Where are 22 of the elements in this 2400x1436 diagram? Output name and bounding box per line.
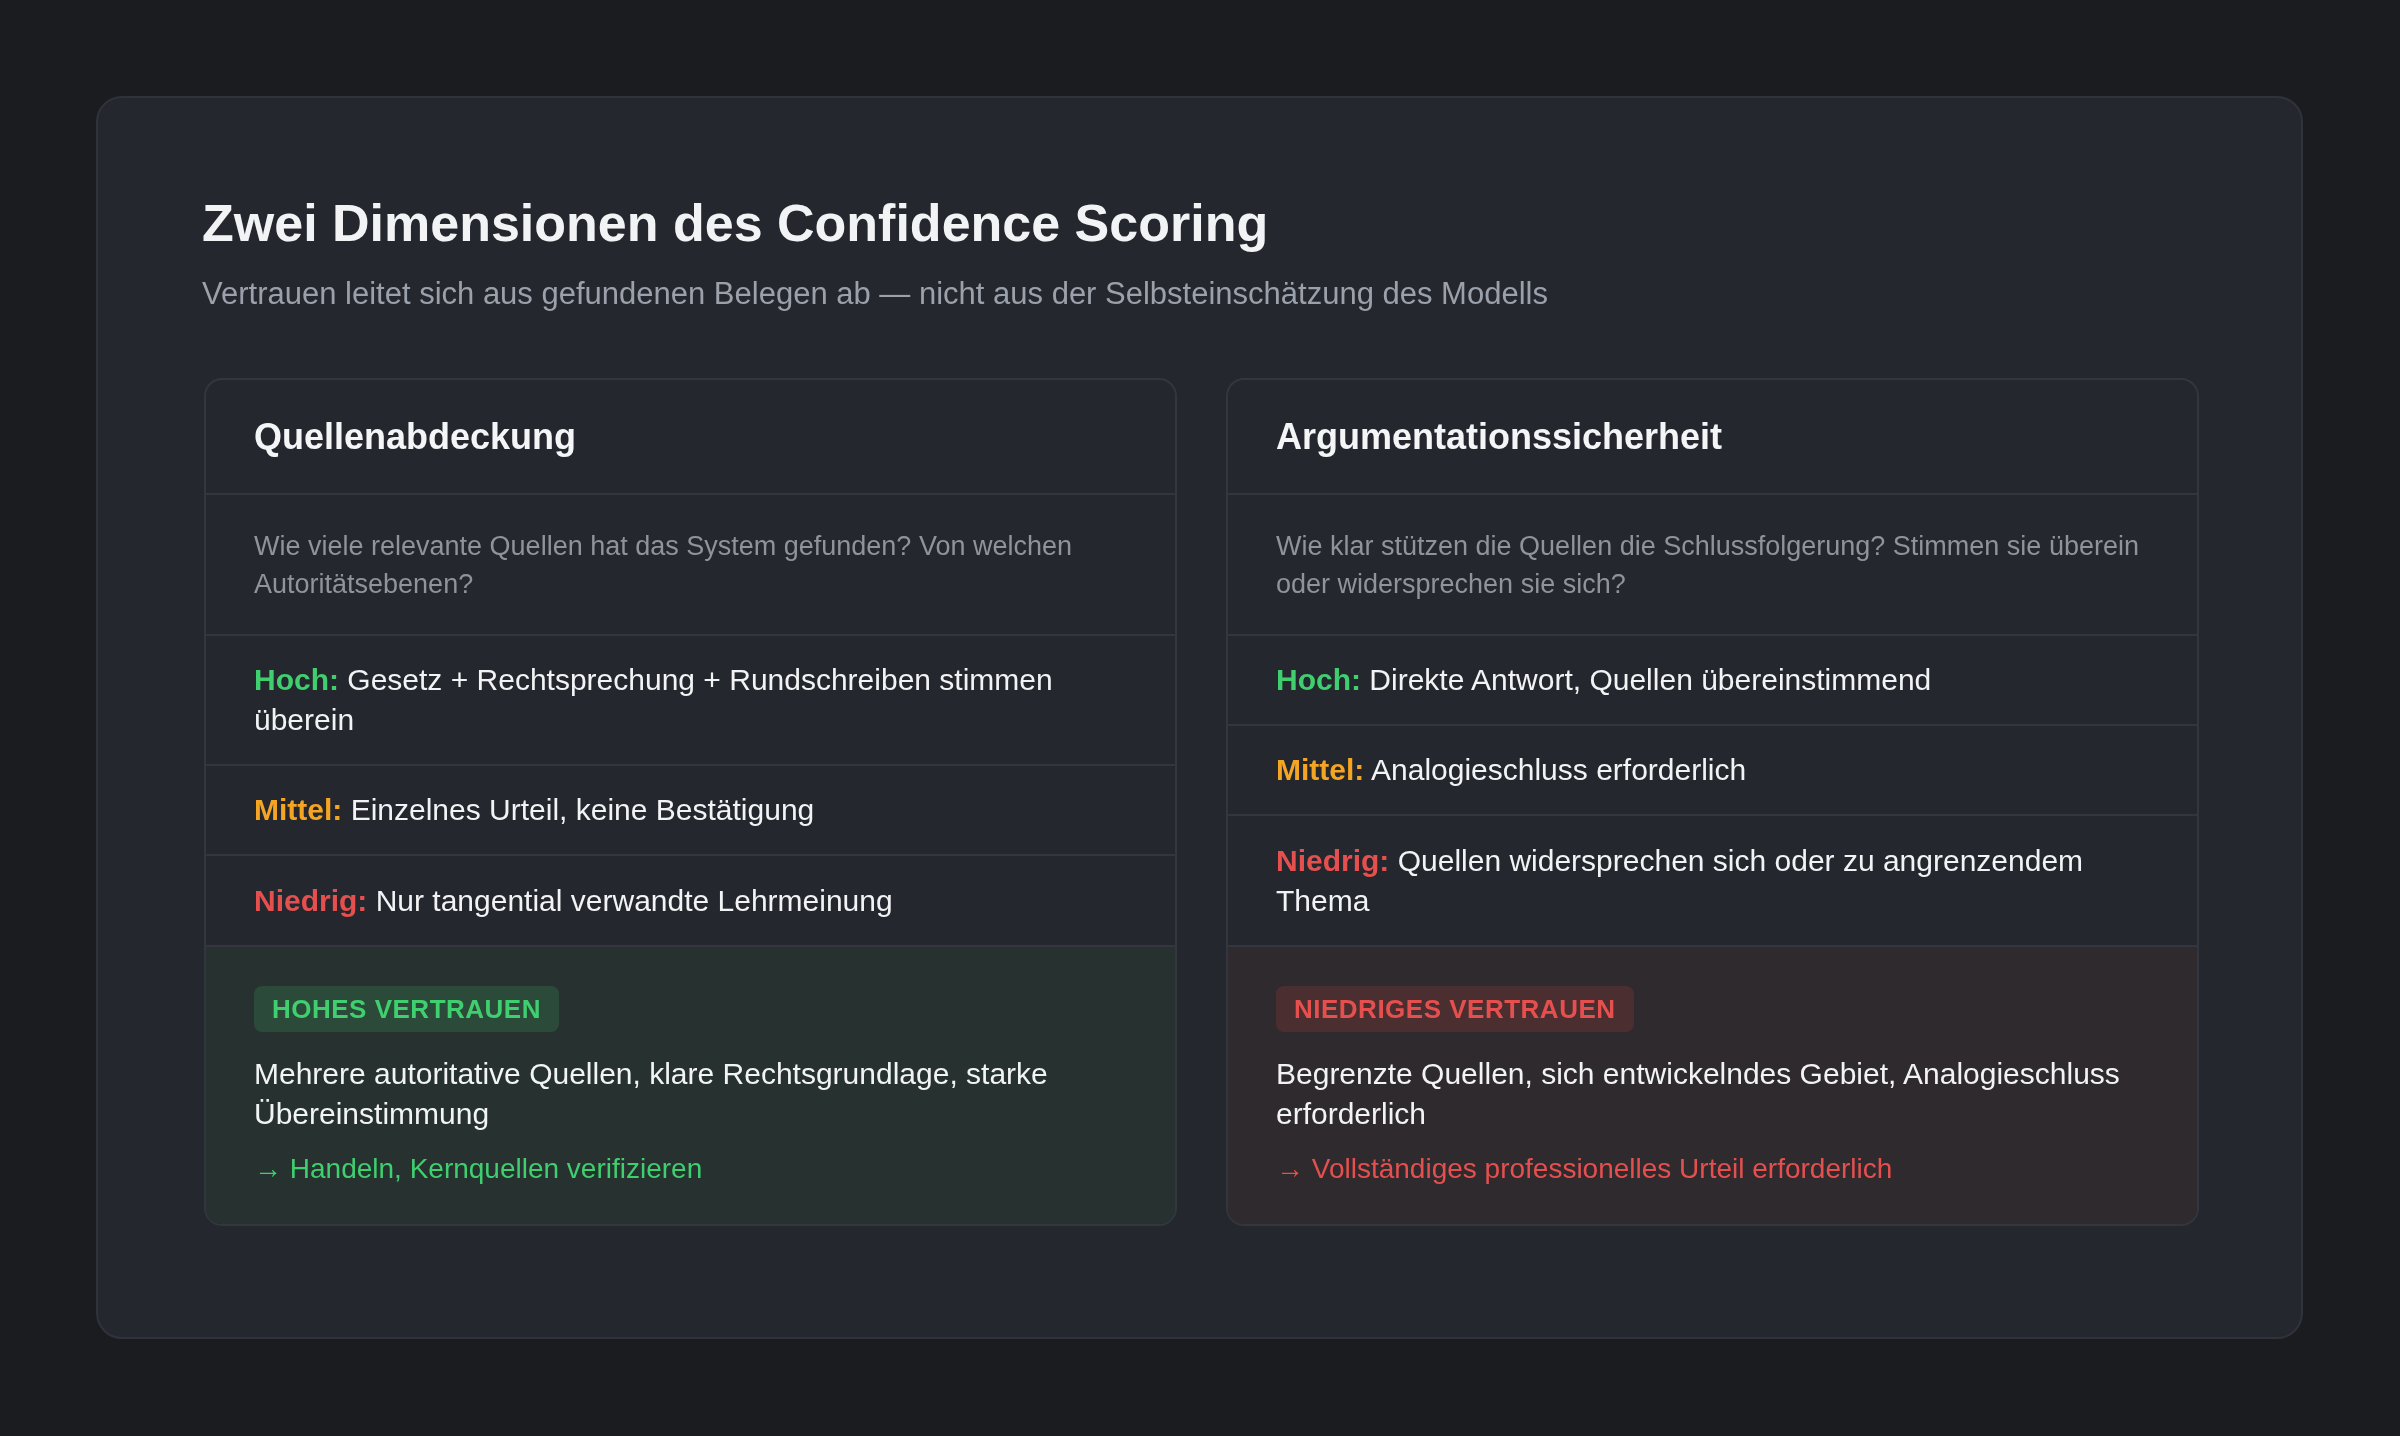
- verdict-panel: [206, 945, 1175, 1224]
- dimension-card: [1226, 378, 2199, 1226]
- status-badge: NIEDRIGES VERTRAUEN: [1276, 986, 1634, 1032]
- status-badge: HOHES VERTRAUEN: [254, 986, 559, 1032]
- level-description: Niedrig: Nur tangential verwandte Lehrmeinung: [254, 882, 893, 919]
- question-text: Wie viele relevante Quellen hat das System gefunden? Von welchen Autoritätsebenen?: [254, 529, 1073, 601]
- level-description: Niedrig: Quellen widersprechen sich oder zu angrenzendem Thema: [1276, 842, 2085, 919]
- level-description: Mittel: Analogieschluss erforderlich: [1276, 752, 1747, 788]
- question-text: Wie klar stützen die Quellen die Schlussfolgerung? Stimmen sie überein oder widersprechen sie sich?: [1276, 529, 2140, 601]
- subtitle: Vertrauen leitet sich aus gefundenen Belegen ab — nicht aus der Selbsteinschätzung des Modells: [202, 275, 1548, 313]
- dimension-card: [204, 378, 1177, 1226]
- level-description: Hoch: Direkte Antwort, Quellen übereinstimmend: [1276, 662, 1932, 698]
- action-recommendation: → Handeln, Kernquellen verifizieren: [254, 1152, 704, 1186]
- level-description: Mittel: Einzelnes Urteil, keine Bestätigung: [254, 792, 815, 828]
- verdict-panel: [1228, 945, 2197, 1224]
- diagram-title: Zwei Dimensionen des Confidence Scoring: [202, 193, 1269, 254]
- card-heading: Quellenabdeckung: [254, 415, 577, 459]
- action-recommendation: → Vollständiges professionelles Urteil erforderlich: [1276, 1152, 1894, 1186]
- level-description: Hoch: Gesetz + Rechtsprechung + Rundschreiben stimmen überein: [254, 662, 1054, 738]
- verdict-description: Mehrere autoritative Quellen, klare Rechtsgrundlage, starke Übereinstimmung: [254, 1056, 1049, 1132]
- card-heading: Argumentationssicherheit: [1276, 415, 1723, 459]
- verdict-description: Begrenzte Quellen, sich entwickelndes Gebiet, Analogieschluss erforderlich: [1276, 1056, 2121, 1132]
